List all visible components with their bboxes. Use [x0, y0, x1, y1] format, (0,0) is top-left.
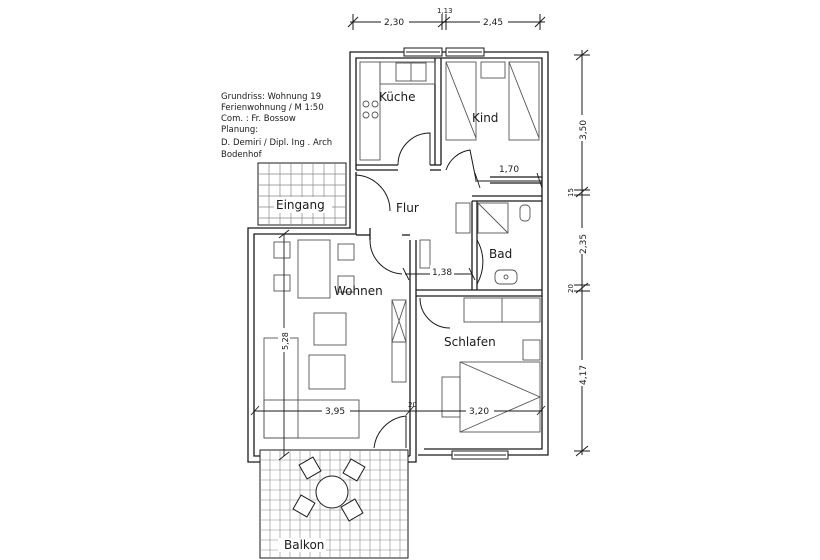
- kind-furniture: [445, 61, 540, 141]
- top-dimension: [347, 14, 546, 30]
- dim-right-1: 3,50: [579, 120, 589, 140]
- walls: [247, 51, 549, 463]
- title-block: Grundriss: Wohnung 19 Ferienwohnung / M …: [221, 92, 332, 160]
- dim-schlafen-width: 3,20: [469, 407, 489, 417]
- dim-right-3: 2,35: [579, 234, 589, 254]
- title-line-4: Planung:: [221, 125, 258, 135]
- title-line-1: Grundriss: Wohnung 19: [221, 92, 321, 102]
- title-line-6: Bodenhof: [221, 150, 263, 160]
- room-label-schlafen: Schlafen: [444, 335, 496, 349]
- title-line-2: Ferienwohnung / M 1:50: [221, 103, 324, 113]
- bad-furniture: [455, 202, 531, 285]
- dim-right-2: 15: [567, 188, 575, 197]
- dim-kind-width: 1,70: [499, 165, 519, 175]
- dim-top-3: 2,45: [483, 18, 503, 28]
- dim-right-4: 20: [567, 284, 575, 293]
- eingang-terrace: [257, 162, 347, 226]
- balkon-terrace: [259, 449, 409, 559]
- room-label-eingang: Eingang: [276, 198, 325, 212]
- dim-top-1: 2,30: [384, 18, 404, 28]
- room-label-balkon: Balkon: [284, 538, 324, 552]
- dim-wohnen-depth: 5,28: [281, 332, 290, 350]
- title-line-3: Com. : Fr. Bossow: [221, 114, 296, 124]
- room-label-kind: Kind: [472, 111, 498, 125]
- window-schlafen: [451, 450, 509, 460]
- room-label-wohnen: Wohnen: [334, 284, 383, 298]
- window-top: [403, 47, 485, 57]
- dim-right-5: 4,17: [579, 365, 589, 385]
- dim-wall: 20: [408, 401, 417, 409]
- room-label-flur: Flur: [396, 201, 419, 215]
- dim-wohnen-width: 3,95: [325, 407, 345, 417]
- room-label-bad: Bad: [489, 247, 512, 261]
- doors: [355, 132, 484, 449]
- dim-flur-width: 1,38: [432, 268, 452, 278]
- room-label-kueche: Küche: [379, 90, 415, 104]
- title-line-5: D. Demiri / Dipl. Ing . Arch: [221, 138, 332, 148]
- flur-furniture: [419, 239, 431, 269]
- schlafen-furniture: [441, 297, 542, 433]
- dim-top-2: 1,13: [437, 7, 453, 15]
- kitchen-furniture: [359, 61, 436, 161]
